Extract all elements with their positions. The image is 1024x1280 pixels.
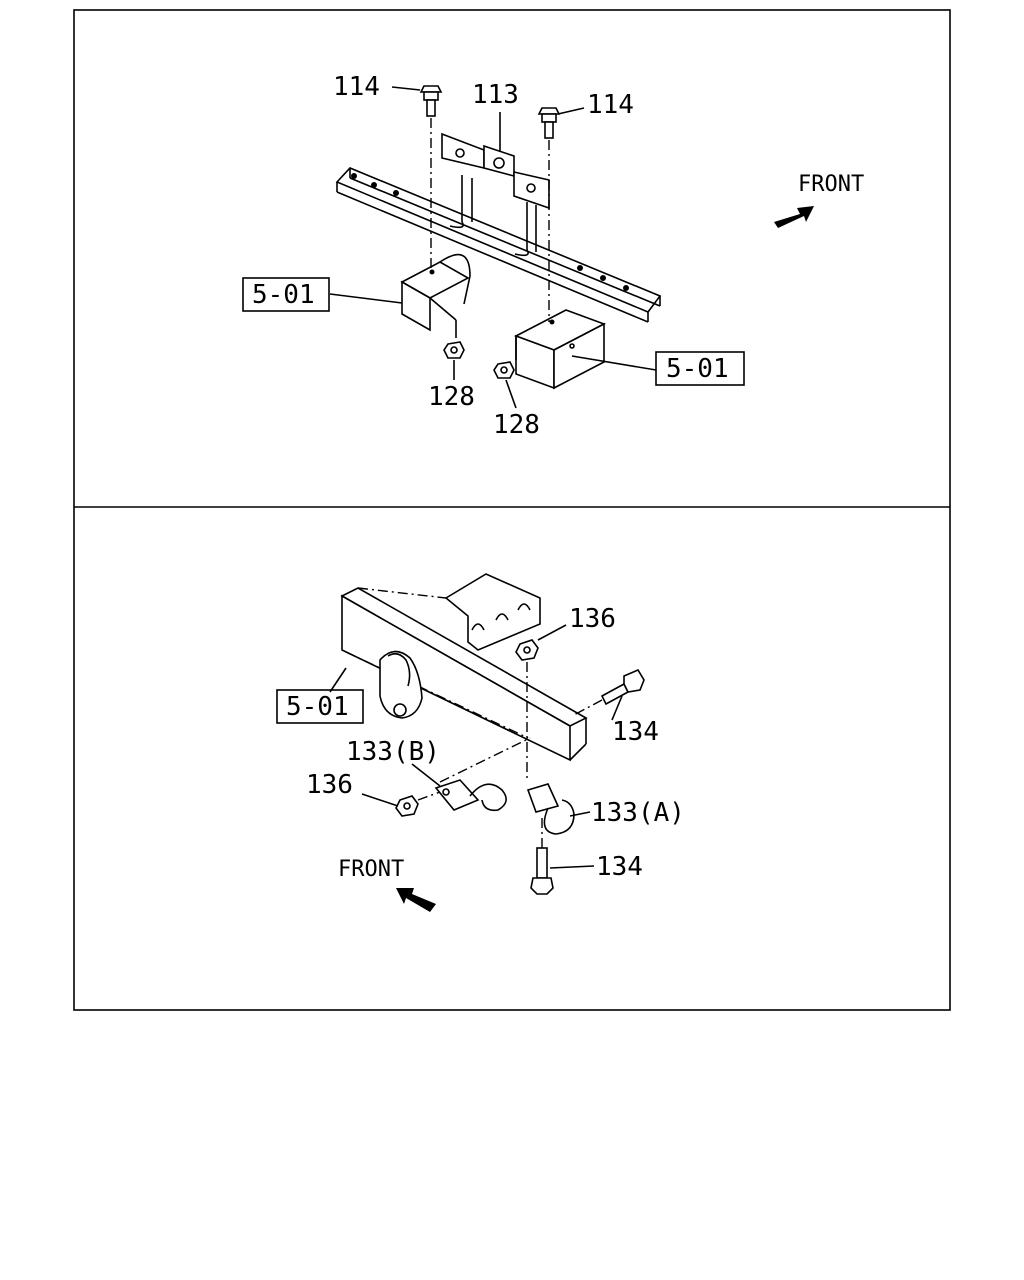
callout-133b: 133(B) bbox=[346, 737, 440, 767]
hook-133b bbox=[434, 779, 507, 812]
ref-box-left bbox=[242, 277, 330, 312]
bolt-134-right bbox=[600, 668, 645, 706]
callout-134-right: 134 bbox=[612, 717, 659, 747]
front-arrow-icon bbox=[774, 206, 814, 228]
callout-114-left: 114 bbox=[333, 72, 380, 102]
diagram-border bbox=[73, 9, 951, 1011]
nut-128-left bbox=[443, 341, 465, 359]
ref-box-bottom bbox=[276, 689, 364, 724]
front-arrow-icon-bottom bbox=[396, 888, 436, 912]
frame-member-left bbox=[400, 253, 471, 338]
top-panel: 114 113 114 5-01 5-01 128 128 FRONT bbox=[242, 72, 864, 440]
callout-136-left: 136 bbox=[306, 770, 353, 800]
callout-134-bottom: 134 bbox=[596, 852, 643, 882]
frame-beam bbox=[340, 573, 588, 762]
callout-5-01-bottom: 5-01 bbox=[286, 692, 349, 722]
nut-136-left bbox=[395, 795, 419, 817]
callout-5-01-right: 5-01 bbox=[666, 354, 729, 384]
callout-114-right: 114 bbox=[587, 90, 634, 120]
callout-128-left: 128 bbox=[428, 382, 475, 412]
bolt-114-right bbox=[537, 107, 561, 139]
callout-113: 113 bbox=[472, 80, 519, 110]
bottom-panel: 136 5-01 134 133(B) 136 133(A) 134 FRONT bbox=[276, 573, 685, 912]
callout-128-right: 128 bbox=[493, 410, 540, 440]
hook-133a bbox=[526, 783, 575, 835]
callout-133a: 133(A) bbox=[591, 798, 685, 828]
callout-5-01-left: 5-01 bbox=[252, 280, 315, 310]
ref-box-right bbox=[655, 351, 745, 386]
front-label-top: FRONT bbox=[798, 172, 864, 197]
cross-rail bbox=[335, 167, 662, 323]
bracket bbox=[441, 132, 550, 257]
nut-128-right bbox=[493, 361, 515, 379]
frame-member-right bbox=[514, 309, 606, 390]
nut-136-top bbox=[515, 639, 539, 661]
bolt-134-bottom bbox=[530, 847, 554, 895]
callout-136-top: 136 bbox=[569, 604, 616, 634]
front-label-bottom: FRONT bbox=[338, 857, 404, 882]
bolt-114-left bbox=[419, 85, 443, 117]
